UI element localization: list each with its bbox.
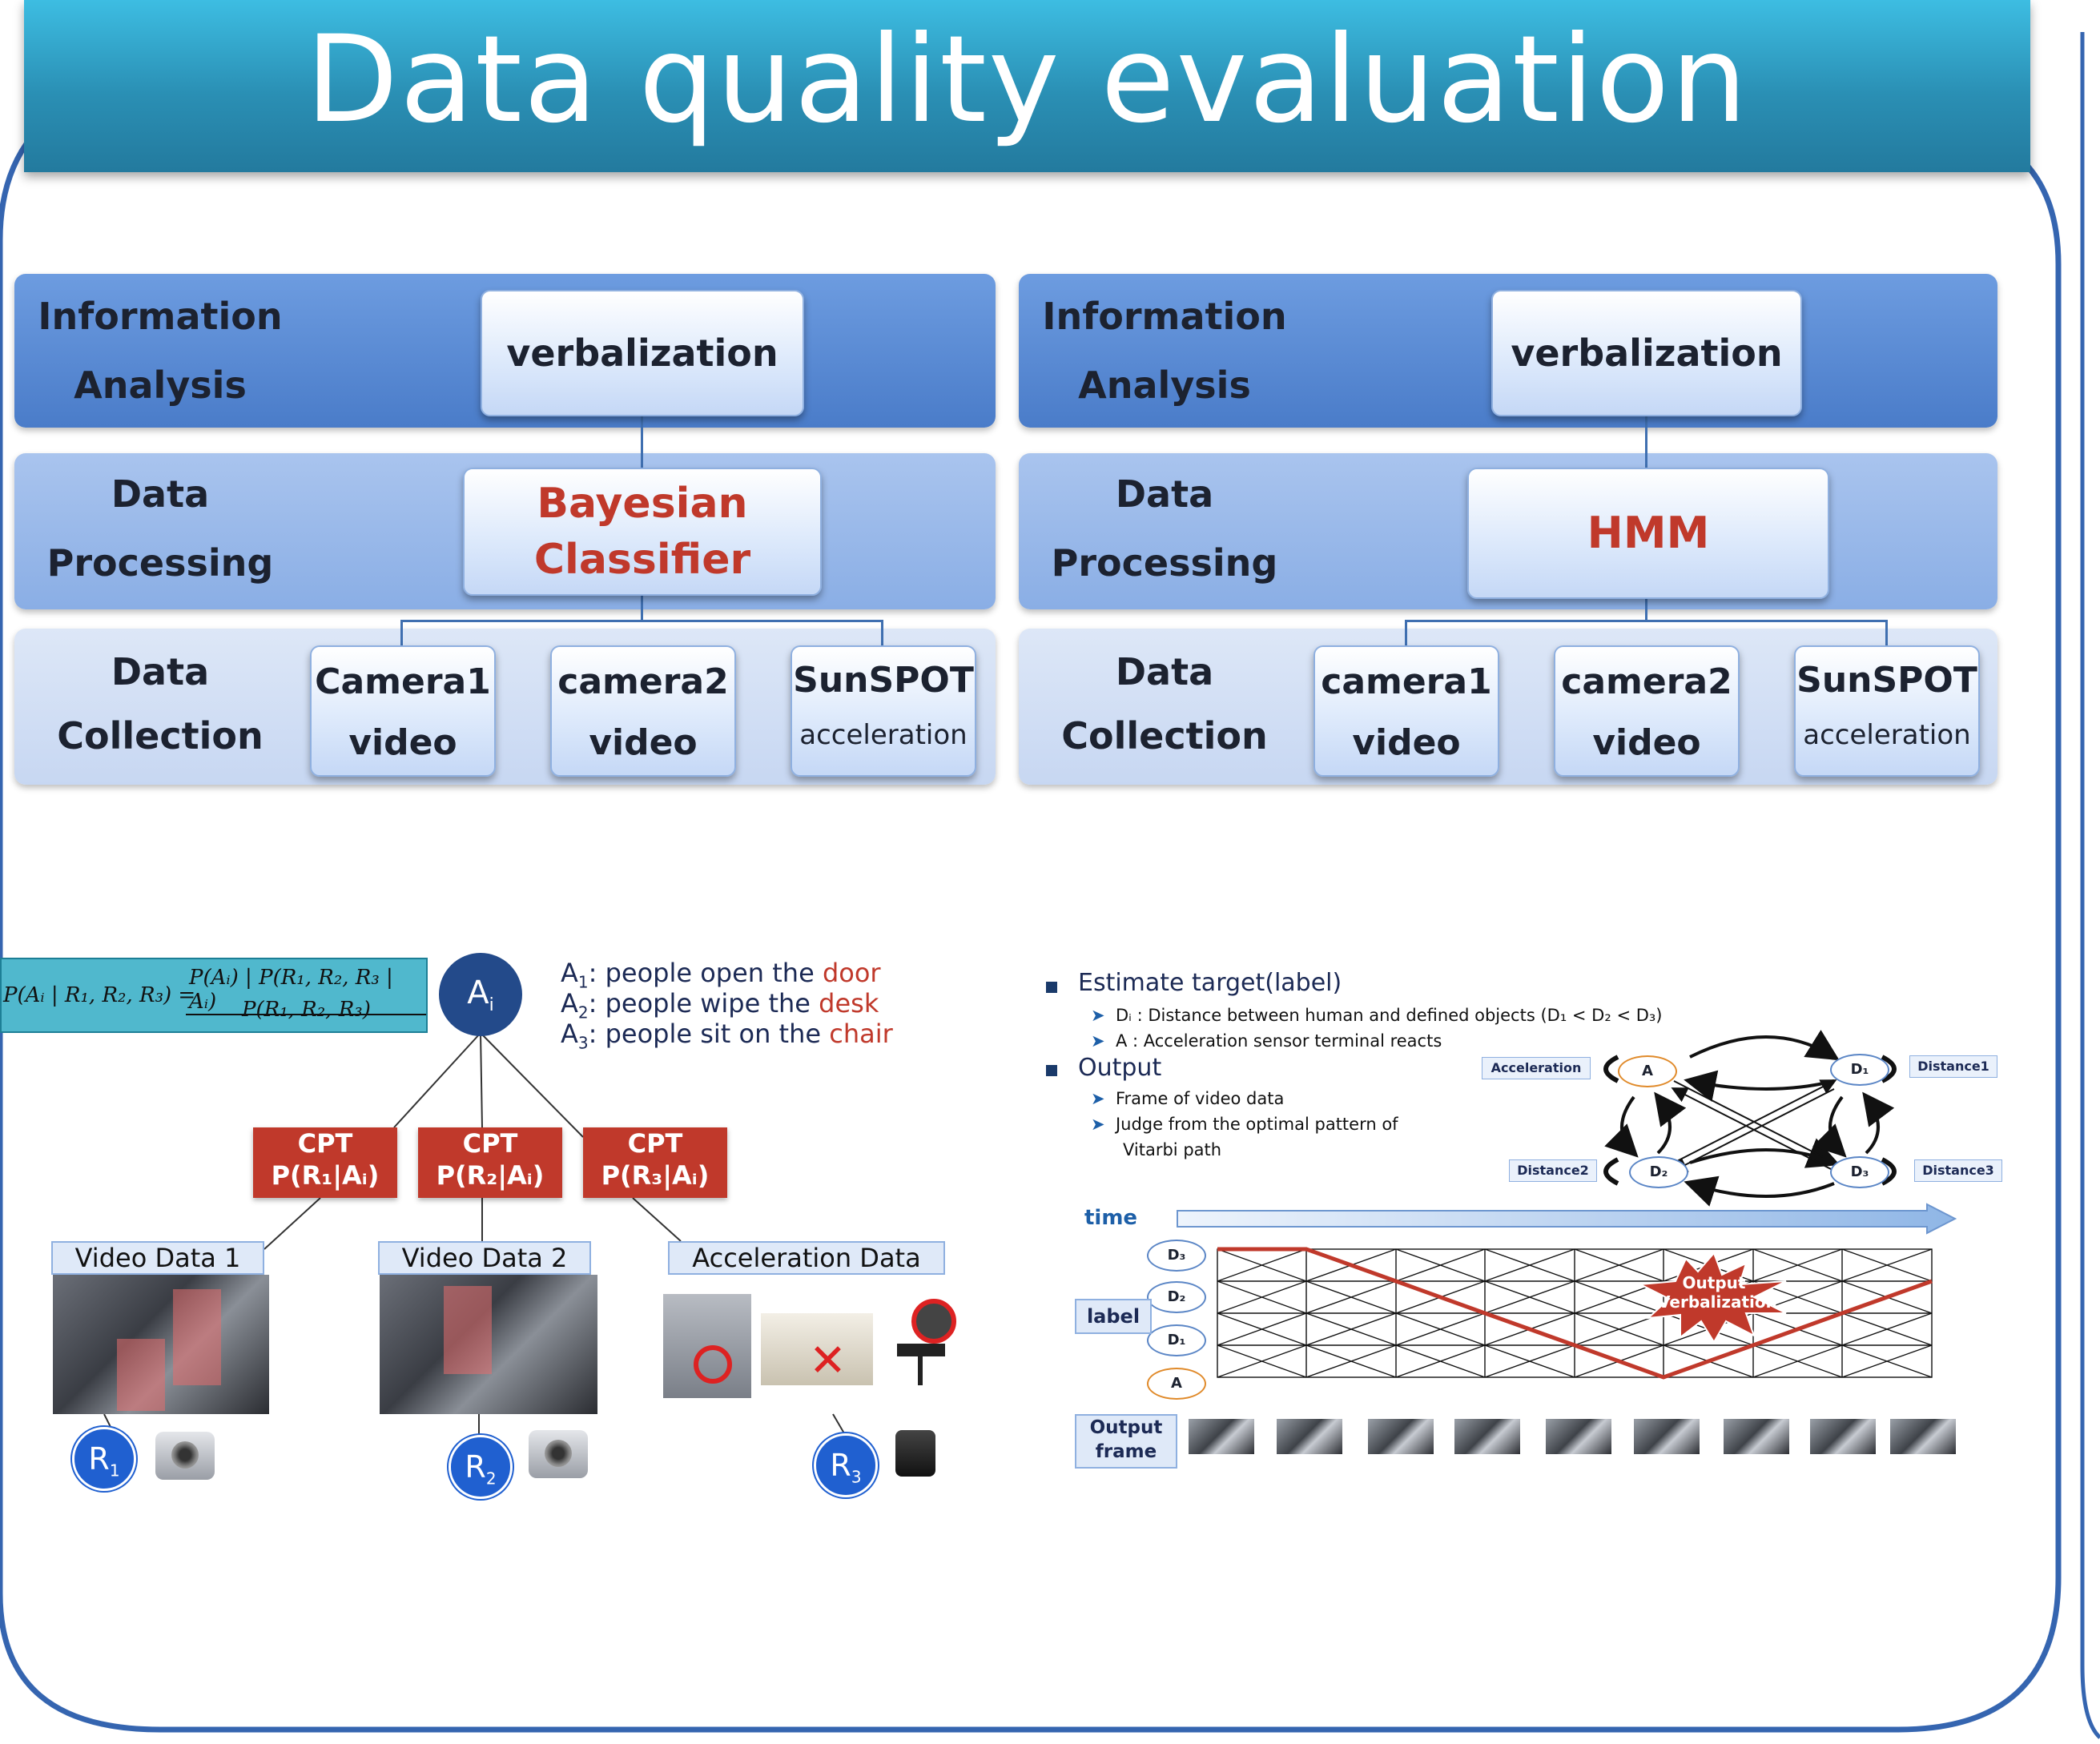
source-sunspot: SunSPOT acceleration xyxy=(791,645,976,777)
connector xyxy=(1645,594,1647,621)
layer-label: Information xyxy=(38,295,283,338)
source-camera2: camera2 video xyxy=(550,645,736,777)
connector xyxy=(881,620,883,649)
bayesian-classifier-box: Bayesian Classifier xyxy=(463,468,822,596)
connector xyxy=(400,620,403,649)
layer-label: Collection xyxy=(1061,714,1268,757)
trellis-state-a: A xyxy=(1147,1368,1206,1400)
camera2-icon xyxy=(529,1430,588,1478)
trellis-state-d1: D₁ xyxy=(1147,1324,1206,1356)
video-data-1-label: Video Data 1 xyxy=(51,1241,264,1275)
time-arrow xyxy=(1177,1203,1957,1235)
hmm-box: HMM xyxy=(1467,468,1829,599)
frame-thumbnail xyxy=(1724,1419,1789,1454)
trellis-state-d2: D₂ xyxy=(1147,1281,1206,1313)
r1-node: R1 xyxy=(72,1427,136,1491)
frame-thumbnail xyxy=(1454,1419,1520,1454)
frame-thumbnail xyxy=(1189,1419,1254,1454)
sub-frame: ➤ Frame of video data xyxy=(1091,1089,1285,1108)
tag-distance2: Distance2 xyxy=(1509,1159,1597,1182)
chair-image xyxy=(889,1296,961,1392)
layer-label: Collection xyxy=(57,714,264,757)
layer-label: Information xyxy=(1042,295,1287,338)
video-data-2-label: Video Data 2 xyxy=(378,1241,591,1275)
label-tag: label xyxy=(1075,1299,1152,1334)
bullet-icon xyxy=(1046,982,1057,993)
sub-judge: ➤ Judge from the optimal pattern of xyxy=(1091,1115,1398,1134)
formula-lhs: P(Aᵢ | R₁, R₂, R₃) = xyxy=(3,983,196,1007)
tag-distance1: Distance1 xyxy=(1909,1055,1997,1078)
source-camera1: camera1 video xyxy=(1314,645,1499,777)
action-a2: A2: people wipe the desk xyxy=(561,988,879,1023)
video-frame-2-image xyxy=(380,1275,597,1414)
root-node-ai: Ai xyxy=(439,953,522,1036)
connector xyxy=(641,594,643,621)
r2-node: R2 xyxy=(449,1435,513,1499)
formula-numerator: P(Aᵢ) | P(R₁, R₂, R₃ | Aᵢ) xyxy=(186,966,426,1015)
formula-denominator: P(R₁, R₂, R₃) xyxy=(242,998,371,1022)
layer-label: Data xyxy=(111,650,210,693)
verbalization-box: verbalization xyxy=(481,290,804,416)
frame-thumbnail xyxy=(1890,1419,1956,1454)
state-d1: D₁ xyxy=(1830,1054,1889,1086)
layer-label: Data xyxy=(1115,650,1214,693)
bullet-estimate-target: Estimate target(label) xyxy=(1078,969,1342,997)
frame-thumbnail xyxy=(1546,1419,1611,1454)
source-camera2: camera2 video xyxy=(1554,645,1740,777)
tag-acceleration: Acceleration xyxy=(1482,1057,1591,1079)
connector xyxy=(400,620,881,622)
layer-label: Processing xyxy=(1051,541,1278,585)
desk-image: ✕ xyxy=(761,1313,873,1385)
sunspot-sensor-icon xyxy=(895,1430,935,1477)
layer-label: Analysis xyxy=(1078,364,1251,407)
connector xyxy=(1405,620,1885,622)
connector xyxy=(1405,620,1407,649)
acceleration-data-label: Acceleration Data xyxy=(668,1241,945,1275)
layer-label: Analysis xyxy=(74,364,247,407)
time-label: time xyxy=(1084,1206,1138,1230)
video-frame-1-image xyxy=(53,1275,269,1414)
action-a3: A3: people sit on the chair xyxy=(561,1019,893,1053)
verbalization-box: verbalization xyxy=(1491,290,1802,416)
connector xyxy=(1885,620,1888,649)
frame-thumbnail xyxy=(1810,1419,1876,1454)
trellis-state-d3: D₃ xyxy=(1147,1240,1206,1272)
connector xyxy=(641,415,643,471)
sub-di: ➤ Dᵢ : Distance between human and define… xyxy=(1091,1006,1663,1025)
bullet-output: Output xyxy=(1078,1054,1162,1082)
bullet-icon xyxy=(1046,1065,1057,1076)
door-image xyxy=(663,1294,751,1398)
frame-thumbnail xyxy=(1368,1419,1434,1454)
source-sunspot: SunSPOT acceleration xyxy=(1794,645,1980,777)
layer-label: Processing xyxy=(46,541,274,585)
bayes-formula: P(Aᵢ | R₁, R₂, R₃) = P(Aᵢ) | P(R₁, R₂, R… xyxy=(0,958,428,1033)
tag-distance3: Distance3 xyxy=(1914,1159,2002,1182)
connector xyxy=(1645,415,1647,471)
camera1-icon xyxy=(155,1432,215,1480)
frame-thumbnail xyxy=(1277,1419,1342,1454)
layer-label: Data xyxy=(111,472,210,516)
state-d3: D₃ xyxy=(1830,1156,1889,1188)
title-banner xyxy=(24,0,2030,172)
r3-node: R3 xyxy=(814,1433,878,1497)
state-d2: D₂ xyxy=(1629,1156,1688,1188)
sub-a: ➤ A : Acceleration sensor terminal react… xyxy=(1091,1031,1442,1051)
source-camera1: Camera1 video xyxy=(310,645,496,777)
action-a1: A1: people open the door xyxy=(561,958,881,992)
state-a: A xyxy=(1618,1055,1677,1087)
sub-viterbi: Vitarbi path xyxy=(1123,1140,1222,1159)
layer-label: Data xyxy=(1115,472,1214,516)
frame-thumbnail xyxy=(1634,1419,1700,1454)
